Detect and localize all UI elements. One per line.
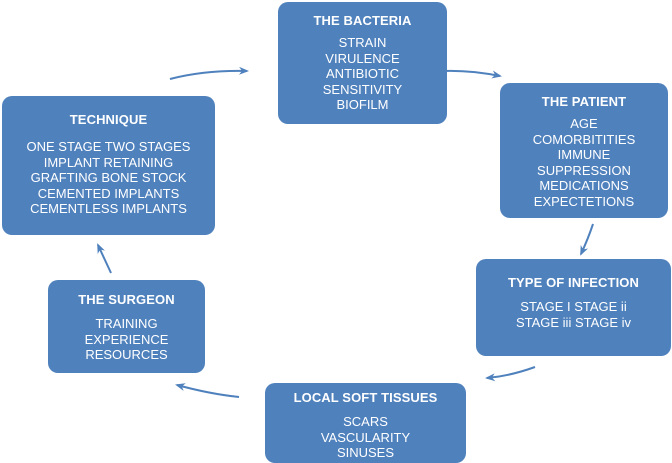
node-item: VIRULENCE — [325, 50, 400, 66]
node-item: BIOFILM — [336, 97, 389, 112]
node-item: IMMUNE — [557, 147, 611, 162]
node-item: TRAINING — [95, 316, 158, 331]
node-item: STAGE I STAGE ii — [520, 299, 627, 314]
node-title: TECHNIQUE — [69, 112, 148, 127]
node-item: STRAIN — [338, 35, 387, 50]
node-title: THE SURGEON — [78, 292, 175, 307]
node-the-patient: THE PATIENT AGE COMORBITITIES IMMUNE SUP… — [500, 83, 668, 218]
node-the-surgeon: THE SURGEON TRAINING EXPERIENCE RESOURCE… — [48, 280, 205, 373]
node-item: RESOURCES — [85, 347, 168, 362]
node-item: MEDICATIONS — [539, 178, 629, 193]
node-type-of-infection: TYPE OF INFECTION STAGE I STAGE ii STAGE… — [476, 259, 671, 356]
node-title: TYPE OF INFECTION — [508, 275, 639, 290]
node-item: SENSITIVITY — [322, 81, 403, 97]
node-item: ONE STAGE TWO STAGES — [26, 139, 191, 154]
node-item: SCARS — [343, 414, 388, 429]
node-item: IMPLANT RETAINING — [43, 154, 174, 170]
arrow-bacteria-to-patient — [442, 69, 502, 79]
arrow-patient-to-infection — [580, 223, 594, 256]
node-item: SUPPRESSION — [537, 162, 631, 178]
node-title: THE BACTERIA — [313, 13, 412, 28]
node-item: EXPERIENCE — [84, 331, 169, 347]
node-the-bacteria: THE BACTERIA STRAIN VIRULENCE ANTIBIOTIC… — [278, 2, 447, 124]
node-item: VASCULARITY — [320, 429, 411, 445]
node-item: EXPECTETIONS — [533, 193, 635, 209]
node-local-soft-tissues: LOCAL SOFT TISSUES SCARS VASCULARITY SIN… — [265, 383, 466, 463]
node-item: ANTIBIOTIC — [326, 66, 399, 81]
node-item: SINUSES — [336, 445, 395, 460]
arrow-technique-to-bacteria — [169, 66, 249, 80]
node-item: GRAFTING BONE STOCK — [30, 170, 187, 185]
node-title: THE PATIENT — [541, 94, 627, 109]
arrow-soft-tissues-to-surgeon — [175, 383, 240, 398]
node-item: COMORBITITIES — [532, 131, 636, 147]
node-title: LOCAL SOFT TISSUES — [293, 390, 438, 405]
node-item: CEMENTLESS IMPLANTS — [30, 201, 187, 216]
arrow-infection-to-soft-tissues — [485, 366, 536, 382]
arrow-surgeon-to-technique — [97, 243, 112, 274]
node-item: AGE — [570, 116, 598, 131]
node-item: STAGE iii STAGE iv — [515, 314, 632, 330]
node-technique: TECHNIQUE ONE STAGE TWO STAGES IMPLANT R… — [2, 96, 215, 235]
node-item: CEMENTED IMPLANTS — [37, 185, 180, 201]
